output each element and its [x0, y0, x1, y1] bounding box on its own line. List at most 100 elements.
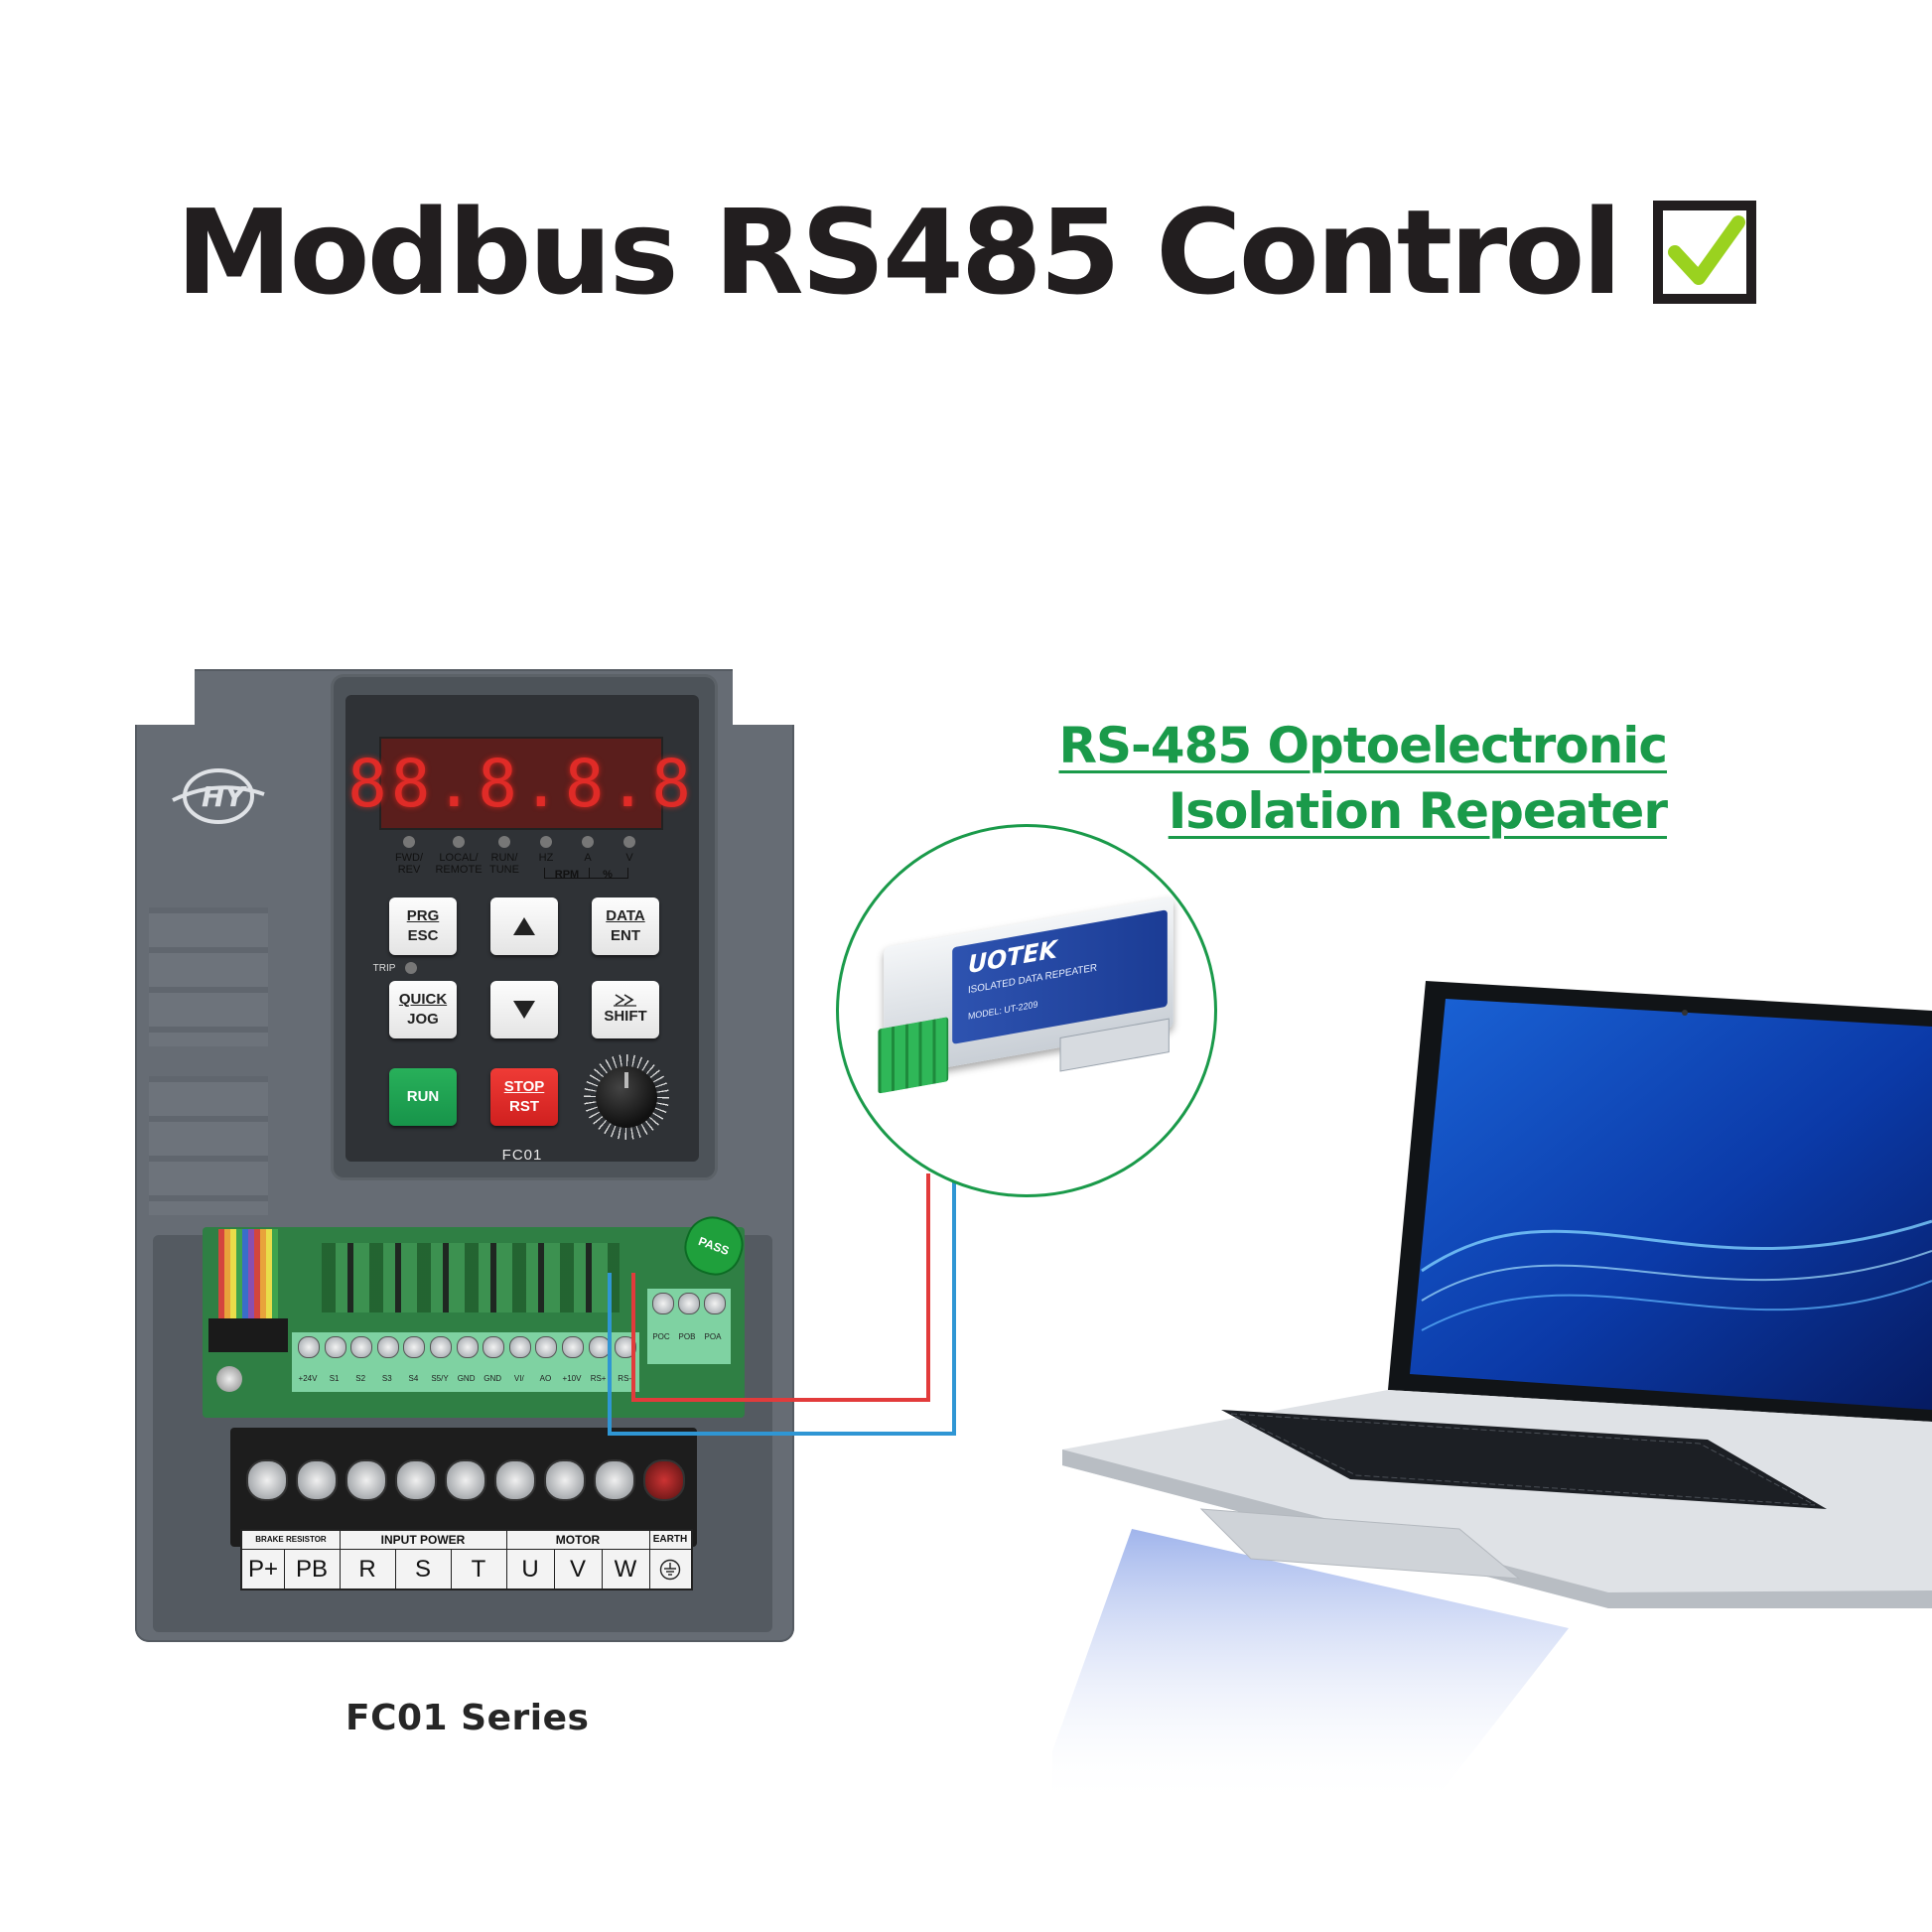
led-display-value: 88.8.8.8	[347, 745, 695, 822]
power-terminal-block	[230, 1428, 697, 1547]
power-terminal-label: U	[506, 1550, 555, 1588]
control-terminal-screw	[456, 1336, 479, 1358]
wire-rs-plus	[631, 1173, 930, 1402]
control-terminal-screw	[508, 1336, 531, 1358]
vfd-top-notch	[133, 669, 195, 725]
wire-rs-minus	[608, 1181, 956, 1436]
control-terminal-label: VI/	[513, 1374, 524, 1383]
indicator-led	[498, 836, 510, 848]
control-terminal-screw	[562, 1336, 584, 1358]
prg-label: PRG	[406, 907, 440, 924]
pcb-components	[322, 1243, 620, 1312]
control-terminal-screw	[350, 1336, 373, 1358]
connector-block	[208, 1318, 288, 1352]
laptop-trackpad	[1199, 1508, 1521, 1580]
laptop-glow	[1052, 1529, 1569, 1807]
indicator-led	[453, 836, 465, 848]
control-terminal-label: AO	[539, 1374, 552, 1383]
series-caption: FC01 Series	[345, 1698, 590, 1738]
checkbox-checked-icon	[1652, 201, 1756, 304]
trip-led	[405, 962, 417, 974]
control-terminal-screw	[615, 1336, 637, 1358]
brand-logo-icon: HY	[172, 768, 265, 824]
relay-terminal-screw	[704, 1293, 726, 1314]
control-terminal-label: RS+	[590, 1374, 607, 1383]
indicator-led	[623, 836, 635, 848]
power-terminal-screw	[345, 1459, 387, 1501]
ent-label: ENT	[611, 927, 640, 944]
shift-button[interactable]: SHIFT	[592, 981, 659, 1038]
up-arrow-button[interactable]	[490, 897, 558, 955]
power-terminal-screw	[395, 1459, 437, 1501]
relay-terminal-label: POB	[678, 1332, 696, 1341]
control-terminal-label: RS-	[618, 1374, 632, 1383]
indicator-label-v: V	[625, 852, 633, 864]
screen-wave	[1421, 1219, 1932, 1273]
vfd-top-notch	[733, 669, 794, 725]
headline-text: Modbus RS485 Control	[176, 184, 1622, 321]
stop-rst-button[interactable]: STOP RST	[490, 1068, 558, 1126]
indicator-label-a: A	[584, 852, 592, 864]
control-terminal-label: GND	[483, 1374, 502, 1383]
knob-cap	[596, 1066, 657, 1128]
group-input-label: INPUT POWER	[340, 1531, 507, 1550]
shift-label: SHIFT	[604, 1008, 647, 1025]
repeater-terminal-block	[878, 1017, 949, 1094]
data-ent-button[interactable]: DATA ENT	[592, 897, 659, 955]
indicator-label-local-remote: LOCAL/ REMOTE	[435, 852, 483, 876]
group-earth-label: EARTH	[649, 1531, 691, 1550]
rst-label: RST	[509, 1098, 539, 1115]
repeater-label-line2: Isolation Repeater	[1168, 782, 1668, 840]
down-arrow-button[interactable]	[490, 981, 558, 1038]
control-terminal-screw	[298, 1336, 320, 1358]
relay-terminal-screw	[678, 1293, 700, 1314]
relay-terminal-label: POA	[704, 1332, 722, 1341]
jog-label: JOG	[407, 1011, 439, 1028]
power-terminal-label: P+	[242, 1550, 285, 1588]
prg-esc-button[interactable]: PRG ESC	[389, 897, 457, 955]
screen-wave	[1421, 1280, 1932, 1331]
power-terminal-screw	[544, 1459, 586, 1501]
led-display: 88.8.8.8	[347, 737, 691, 830]
group-motor-label: MOTOR	[506, 1531, 650, 1550]
unit-label-rpm: RPM	[544, 868, 590, 881]
control-terminal-screw	[483, 1336, 505, 1358]
trip-label: TRIP	[372, 963, 396, 974]
power-terminal-screw	[494, 1459, 536, 1501]
run-label: RUN	[406, 1088, 440, 1105]
control-terminal-screw	[430, 1336, 452, 1358]
power-label-plate: BRAKE RESISTOR INPUT POWER MOTOR EARTH P…	[240, 1529, 693, 1590]
up-arrow-icon	[513, 917, 535, 935]
laptop-keyboard	[1221, 1410, 1827, 1509]
indicator-label-fwd-rev: FWD/ REV	[394, 852, 424, 876]
speed-knob[interactable]	[584, 1054, 669, 1140]
power-terminal-label: W	[602, 1550, 650, 1588]
mounting-screw-icon	[216, 1366, 242, 1392]
ribbon-cable	[218, 1229, 278, 1318]
indicator-label-run-tune: RUN/ TUNE	[489, 852, 519, 876]
laptop-keys	[1230, 1413, 1816, 1506]
run-button[interactable]: RUN	[389, 1068, 457, 1126]
control-terminal-label: S2	[355, 1374, 366, 1383]
unit-label-percent: %	[588, 868, 628, 881]
power-terminal-label: T	[451, 1550, 507, 1588]
webcam-icon	[1682, 1010, 1688, 1016]
power-terminal-label: S	[395, 1550, 452, 1588]
svg-text:HY: HY	[202, 780, 247, 813]
control-terminal-label: S5/Y	[431, 1374, 449, 1383]
control-terminal-screw	[376, 1336, 399, 1358]
vfd-unit: HY 88.8.8.8 FWD/ REV LOCAL/ REMOTE RUN/ …	[133, 669, 794, 1642]
double-chevron-right-icon	[614, 994, 636, 1007]
knob-indicator	[624, 1072, 628, 1088]
earth-ground-icon	[649, 1550, 691, 1588]
esc-label: ESC	[407, 927, 439, 944]
control-terminal-screw	[403, 1336, 426, 1358]
power-terminal-label: V	[554, 1550, 603, 1588]
group-brake-label: BRAKE RESISTOR	[242, 1531, 341, 1550]
power-terminal-screw	[246, 1459, 288, 1501]
quick-jog-button[interactable]: QUICK JOG	[389, 981, 457, 1038]
